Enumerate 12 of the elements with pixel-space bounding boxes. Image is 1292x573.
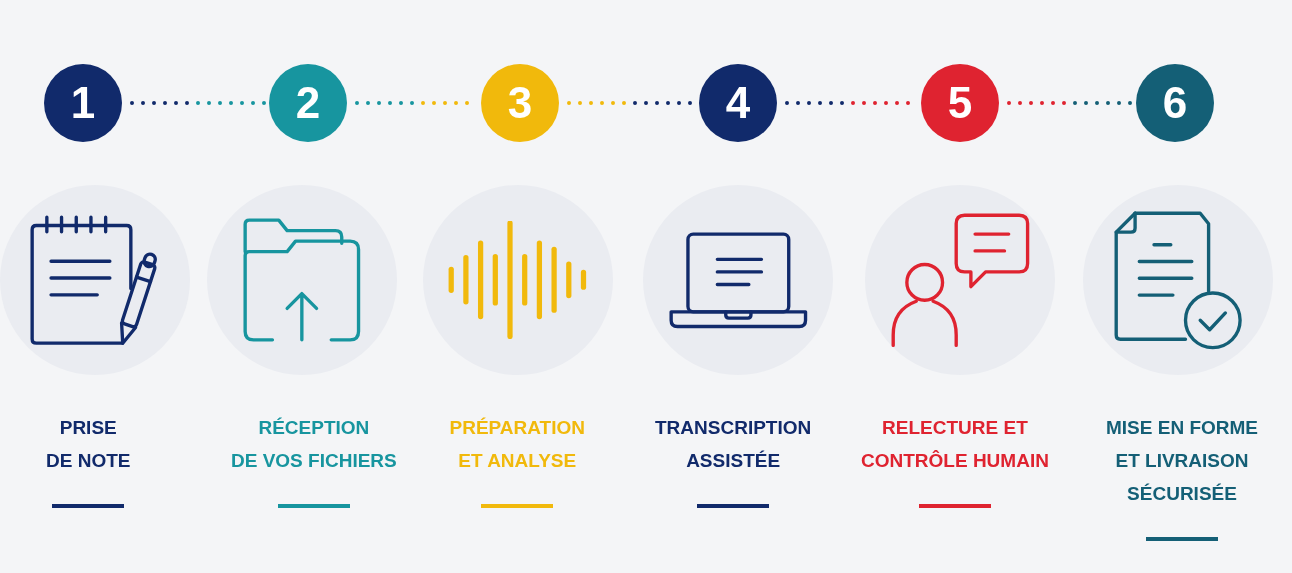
step-number: 1 — [44, 64, 122, 142]
step-number: 2 — [269, 64, 347, 142]
step-title: RÉCEPTION DE VOS FICHIERS — [231, 416, 397, 473]
step-number: 4 — [699, 64, 777, 142]
step-number: 3 — [481, 64, 559, 142]
step-title: TRANSCRIPTION ASSISTÉE — [655, 416, 812, 473]
step-title: MISE EN FORME ET LIVRAISON SÉCURISÉE — [1106, 416, 1258, 506]
step-number: 5 — [921, 64, 999, 142]
step-number: 6 — [1136, 64, 1214, 142]
step-title: PRÉPARATION ET ANALYSE — [449, 416, 585, 473]
step-title: PRISE DE NOTE — [46, 416, 131, 473]
step-title: RELECTURE ET CONTRÔLE HUMAIN — [861, 416, 1049, 473]
